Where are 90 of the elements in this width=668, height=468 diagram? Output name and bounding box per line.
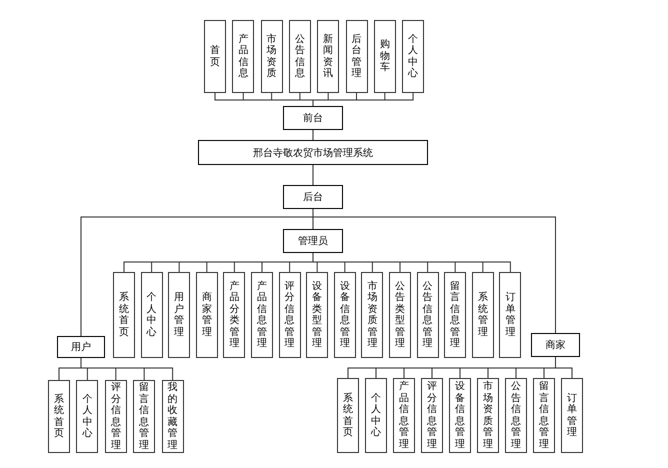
- connector-line: [312, 164, 314, 186]
- function-box: [223, 272, 246, 358]
- node-label: 系统首页: [119, 292, 129, 338]
- function-box: [76, 380, 98, 453]
- node-label: 设备信息管理: [455, 381, 465, 450]
- node-label: 首页: [210, 45, 220, 68]
- function-box: [306, 272, 328, 358]
- connector-line: [312, 92, 414, 106]
- node-label: 个人中心: [371, 392, 381, 438]
- function-box: [416, 272, 439, 358]
- node-label: 公告信息管理: [511, 381, 521, 450]
- function-box: [561, 378, 583, 453]
- function-box: [204, 20, 226, 93]
- function-box: [337, 378, 359, 453]
- node-label: 设备类型管理: [312, 280, 322, 350]
- function-box: [317, 20, 340, 93]
- node-label: 公告信息管理: [422, 280, 433, 350]
- node-label: 订单管理: [505, 292, 516, 338]
- node-label: 市场资质管理: [483, 381, 493, 450]
- function-box: [251, 272, 273, 358]
- node-label: 公告信息: [294, 34, 305, 80]
- function-box: [168, 272, 190, 358]
- function-box: [334, 272, 356, 358]
- node-label: 留言信息管理: [139, 382, 150, 451]
- node-label: 评分信息管理: [110, 382, 121, 451]
- node-label: 后台管理: [352, 34, 362, 80]
- function-box: [162, 380, 184, 453]
- node-label: 产品信息管理: [257, 280, 267, 350]
- node-label: 后台: [303, 190, 323, 204]
- node-label: 市场资质管理: [367, 280, 378, 350]
- module-box: [283, 229, 343, 253]
- node-label: 评分信息管理: [284, 280, 295, 350]
- node-label: 产品信息: [238, 34, 248, 80]
- function-box: [48, 380, 70, 453]
- module-box: [283, 106, 343, 130]
- function-box: [365, 378, 387, 453]
- node-label: 管理员: [298, 235, 328, 248]
- function-box: [393, 378, 415, 453]
- function-box: [449, 378, 471, 453]
- title-box: [198, 140, 428, 165]
- node-label: 商家管理: [202, 292, 212, 338]
- function-box: [278, 272, 301, 358]
- node-label: 个人中心: [82, 394, 92, 440]
- node-label: 公告类型管理: [395, 280, 405, 350]
- node-label: 个人中心: [408, 34, 418, 80]
- node-label: 用户管理: [174, 292, 184, 338]
- node-label: 订单管理: [567, 392, 577, 438]
- function-box: [477, 378, 499, 453]
- function-box: [499, 272, 522, 358]
- function-box: [444, 272, 466, 358]
- node-label: 系统管理: [478, 292, 488, 338]
- function-box: [421, 378, 443, 453]
- function-box: [472, 272, 494, 358]
- node-label: 留言信息管理: [450, 280, 460, 350]
- node-label: 设备信息管理: [340, 280, 350, 350]
- node-label: 留言信息管理: [539, 381, 549, 450]
- node-label: 新闻资讯: [323, 34, 334, 80]
- node-label: 邢台寺敬农贸市场管理系统: [253, 146, 373, 160]
- node-label: 商家: [546, 338, 566, 352]
- connector-line: [555, 356, 572, 378]
- node-label: 产品分类管理: [229, 280, 240, 350]
- function-box: [374, 20, 396, 93]
- function-box: [346, 20, 368, 93]
- function-box: [196, 272, 218, 358]
- function-box: [260, 20, 283, 93]
- node-label: 产品信息管理: [399, 381, 409, 450]
- function-box: [402, 20, 424, 93]
- node-label: 个人中心: [146, 292, 157, 338]
- function-box: [533, 378, 555, 453]
- node-label: 评分信息管理: [427, 381, 437, 450]
- function-box: [389, 272, 411, 358]
- function-box: [232, 20, 254, 93]
- function-box: [505, 378, 527, 453]
- module-box: [283, 185, 343, 209]
- function-box: [361, 272, 384, 358]
- module-box: [57, 336, 105, 358]
- function-box: [140, 272, 163, 358]
- node-label: 市场资质: [266, 34, 277, 80]
- node-label: 系统首页: [343, 392, 353, 438]
- connector-line: [312, 130, 314, 140]
- node-label: 前台: [303, 112, 323, 125]
- node-label: 用户: [71, 340, 91, 354]
- function-box: [104, 380, 127, 453]
- function-box: [133, 380, 156, 453]
- node-label: 购物车: [380, 39, 390, 74]
- node-label: 系统首页: [54, 394, 64, 440]
- function-box: [288, 20, 311, 93]
- node-label: 我的收藏管理: [168, 382, 178, 451]
- function-box: [113, 272, 135, 358]
- module-box: [531, 333, 580, 357]
